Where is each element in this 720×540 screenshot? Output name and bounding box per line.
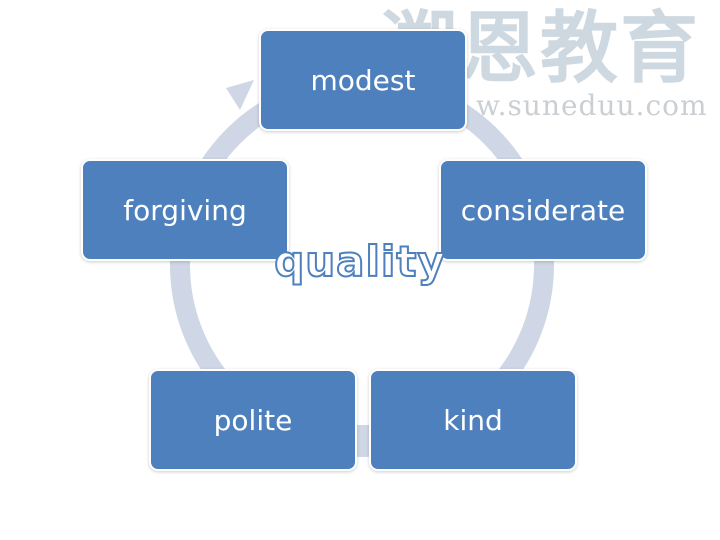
cycle-ring-gap-mark [354,425,370,447]
node-modest: modest [259,29,467,131]
center-title: quality [273,236,446,287]
node-forgiving: forgiving [81,159,289,261]
cycle-arrow-head [226,80,254,110]
node-considerate: considerate [439,159,647,261]
node-modest-label: modest [310,63,416,97]
node-kind: kind [369,369,577,471]
node-polite: polite [149,369,357,471]
node-forgiving-label: forgiving [123,193,247,227]
watermark-url: w.suneduu.com [476,89,708,122]
node-considerate-label: considerate [460,193,626,227]
node-polite-label: polite [213,403,293,437]
node-kind-label: kind [443,403,503,437]
